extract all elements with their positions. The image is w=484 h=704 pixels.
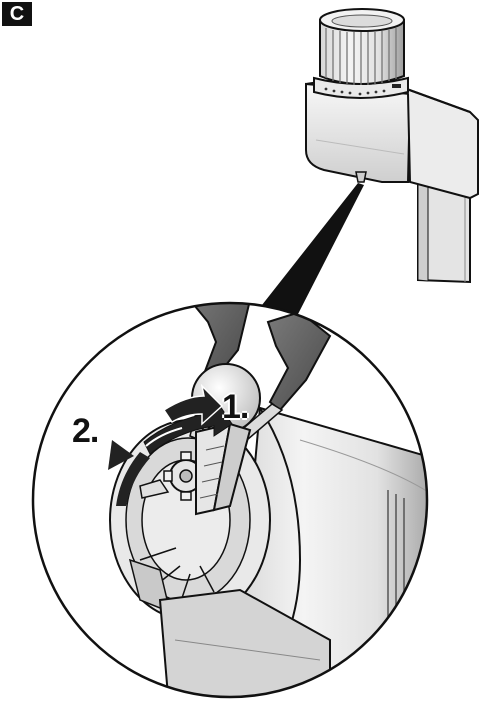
gear-nut [139, 451, 209, 501]
ribbed-knob [319, 8, 405, 85]
panel-label-badge: C [2, 2, 32, 26]
pliers [188, 303, 332, 516]
detail-circle-border [31, 301, 429, 699]
appliance [305, 8, 479, 284]
grinder-front-face [109, 419, 271, 621]
step-label-2: 2. [72, 412, 99, 450]
appliance-nozzle [355, 171, 367, 183]
step-label-1: 1. [222, 388, 249, 426]
detail-magnifier [31, 301, 429, 699]
appliance-housing [305, 78, 479, 200]
push-arrow [162, 383, 224, 426]
zoom-callout-cone [262, 183, 364, 318]
